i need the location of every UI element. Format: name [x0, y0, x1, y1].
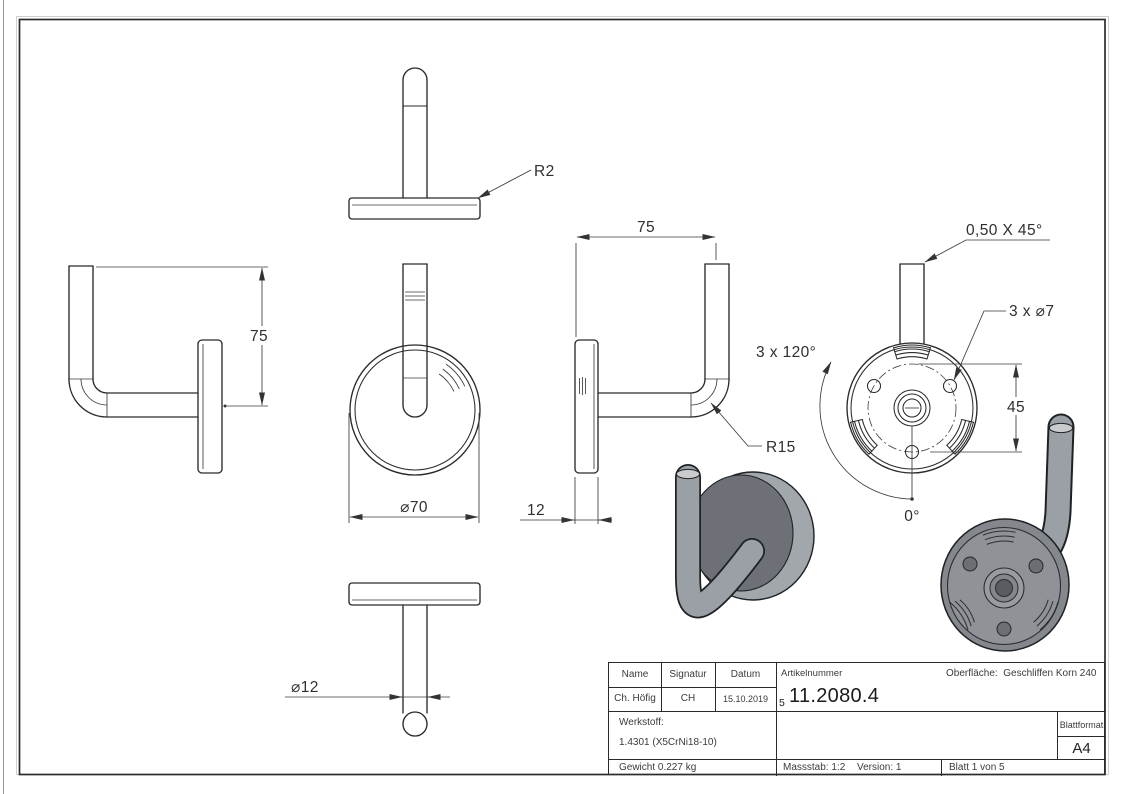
slot-pad-left [850, 418, 878, 455]
view-left: 75 [68, 265, 273, 474]
slot-pad-top [893, 344, 931, 360]
dimension-label-chamfer: 0,50 X 45° [966, 222, 1043, 239]
dimension-label-height-75: 75 [250, 328, 268, 345]
date-header: Datum [730, 669, 761, 680]
dimension-label-3x120: 3 x 120° [756, 344, 816, 361]
material-label: Werkstoff: [619, 717, 664, 728]
title-block: Name Signatur Datum Ch. Höfig CH 15.10.2… [608, 662, 1106, 776]
material-value: 1.4301 (X5CrNi18-10) [619, 737, 717, 748]
dimension-label-3xd7: 3 x ⌀7 [1009, 303, 1054, 320]
sheet-format-value: A4 [1072, 740, 1091, 757]
surface-finish: Oberfläche: Geschliffen Korn 240 [946, 668, 1096, 679]
article-number-prefix: 5 [779, 697, 785, 709]
version-value: Version: 1 [857, 762, 902, 773]
signature-value: CH [680, 693, 696, 704]
view-bottom: ⌀12 [285, 582, 481, 737]
view-back: 3 x 120° 0° 0,50 X 45° 3 x ⌀7 45 [756, 222, 1054, 525]
scale-value: Massstab: 1:2 [783, 762, 846, 773]
sheet-format-label: Blattformat [1059, 720, 1104, 730]
weight-value: Gewicht 0.227 kg [619, 762, 697, 773]
name-header: Name [621, 669, 649, 680]
view-top: R2 [348, 67, 555, 220]
dimension-label-dia-70: ⌀70 [400, 499, 428, 516]
date-value: 15.10.2019 [722, 694, 769, 704]
grinding-marks [405, 291, 466, 392]
slot-pads [949, 530, 1059, 631]
sheet-number: Blatt 1 von 5 [949, 762, 1005, 773]
name-value: Ch. Höfig [614, 693, 656, 704]
surface-label: Oberfläche: [946, 668, 998, 679]
dimension-label-width-75: 75 [637, 219, 655, 236]
view-front: ⌀70 [348, 263, 481, 523]
dimension-label-r15: R15 [766, 439, 796, 456]
dimension-label-r2: R2 [534, 163, 555, 180]
surface-value: Geschliffen Korn 240 [1003, 668, 1097, 679]
article-number: 11.2080.4 [789, 685, 880, 707]
signature-header: Signatur [669, 669, 707, 680]
iso-view-front [675, 464, 815, 619]
article-number-header: Artikelnummer [781, 668, 843, 679]
dimension-label-thickness-12: 12 [527, 502, 545, 519]
grinding-marks [579, 377, 586, 395]
view-side: 75 12 R15 [520, 219, 796, 524]
iso-view-back [940, 413, 1075, 652]
dimension-label-45: 45 [1007, 399, 1025, 416]
slot-pad-right [946, 418, 974, 455]
dimension-label-dia-12: ⌀12 [291, 679, 319, 696]
dimension-label-0deg: 0° [904, 508, 920, 525]
sheet-frame [3, 0, 1109, 794]
